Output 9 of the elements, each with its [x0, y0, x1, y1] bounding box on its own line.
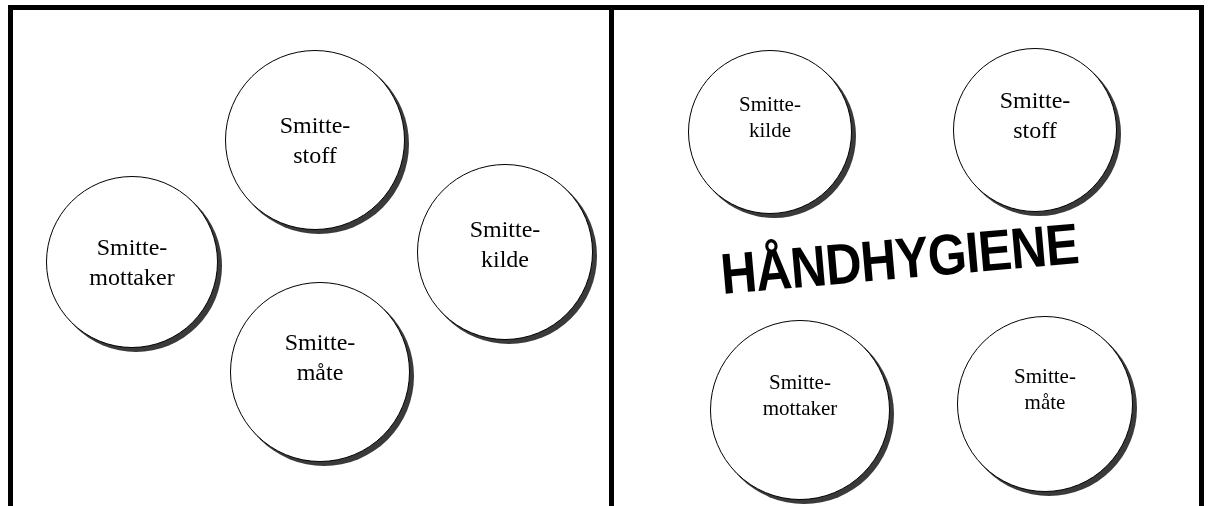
circle-label: Smitte- kilde: [739, 90, 801, 144]
circle-label: Smitte- måte: [1014, 362, 1076, 416]
circle-label: Smitte- stoff: [999, 86, 1071, 145]
circle-label: Smitte- mottaker: [762, 368, 838, 422]
circle-label: Smitte- måte: [284, 328, 356, 387]
circle-label: Smitte- kilde: [469, 215, 541, 274]
circle-label: Smitte- stoff: [279, 111, 351, 170]
slogan-text: HÅNDHYGIENE: [718, 214, 1081, 304]
circle-label: Smitte- mottaker: [89, 233, 175, 292]
